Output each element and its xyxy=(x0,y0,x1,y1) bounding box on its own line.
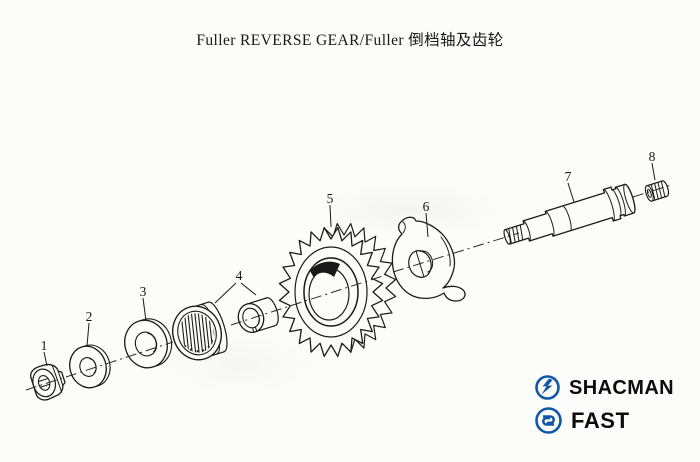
part-7-shaft xyxy=(503,183,636,245)
page-title: Fuller REVERSE GEAR/Fuller 倒档轴及齿轮 xyxy=(196,32,504,49)
part-label-1: 1 xyxy=(40,338,48,353)
brand-block: SHACMAN FAST xyxy=(534,374,674,435)
part-3-washer xyxy=(124,318,173,369)
fast-logo-icon xyxy=(535,407,562,434)
leader-lines xyxy=(43,162,656,367)
part-2-washer xyxy=(69,344,111,389)
part-1-hex-nut xyxy=(29,363,66,401)
part-8-plug xyxy=(644,180,670,202)
shacman-logo: SHACMAN xyxy=(534,374,674,401)
shacman-logo-icon xyxy=(535,375,560,400)
roller-dots xyxy=(184,339,214,353)
part-label-7: 7 xyxy=(564,169,572,184)
part-label-2: 2 xyxy=(85,309,93,324)
fast-logo-text: FAST xyxy=(571,407,630,433)
centerline xyxy=(25,184,672,391)
part-label-6: 6 xyxy=(422,199,430,214)
part-5-gear xyxy=(278,223,397,358)
fast-logo: FAST xyxy=(534,406,674,435)
part-label-8: 8 xyxy=(648,149,656,164)
part-label-4: 4 xyxy=(235,268,243,283)
part-6-thrust-plate xyxy=(391,216,466,302)
shacman-logo-text: SHACMAN xyxy=(569,376,675,399)
part-label-3: 3 xyxy=(139,284,147,299)
part-label-5: 5 xyxy=(326,191,334,206)
part-4-needle-bearing xyxy=(172,301,228,361)
